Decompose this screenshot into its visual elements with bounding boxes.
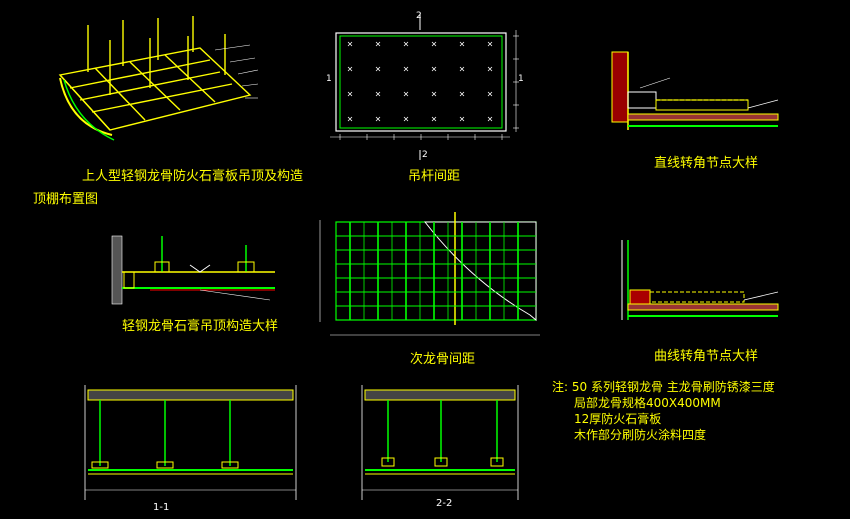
rod-hanger-mark	[487, 116, 493, 122]
rod-hanger-mark	[459, 116, 465, 122]
plan-mark-right: 1	[518, 74, 524, 84]
plan-mark-top: 2	[416, 11, 422, 21]
isometric-ceiling-drawing	[58, 16, 259, 141]
note-line-4: 木作部分刷防火涂料四度	[574, 428, 707, 442]
plan-mark-bottom: 2	[422, 150, 428, 160]
sub-keel-title: 次龙骨间距	[410, 352, 476, 367]
rod-hanger-mark	[459, 91, 465, 97]
rod-hanger-mark	[347, 66, 353, 72]
rod-spacing-plan	[330, 14, 519, 160]
rod-hanger-mark	[431, 116, 437, 122]
straight-corner-title: 直线转角节点大样	[654, 156, 759, 171]
section-detail-title: 轻钢龙骨石膏吊顶构造大样	[122, 319, 279, 334]
straight-corner-detail	[611, 51, 779, 130]
rod-hanger-mark	[403, 91, 409, 97]
rod-hanger-mark	[347, 91, 353, 97]
rod-hanger-mark	[487, 66, 493, 72]
section-2-2-label: 2-2	[436, 498, 453, 509]
rod-hanger-mark	[431, 91, 437, 97]
plan-title: 顶棚布置图	[33, 192, 99, 207]
rod-hanger-mark	[375, 116, 381, 122]
rod-hanger-mark	[487, 91, 493, 97]
section-1-1-label: 1-1	[153, 502, 170, 513]
section-construction-detail	[111, 235, 275, 305]
note-line-3: 12厚防火石膏板	[574, 412, 662, 426]
rod-hanger-mark	[403, 41, 409, 47]
rod-hanger-mark	[347, 116, 353, 122]
curve-corner-title: 曲线转角节点大样	[654, 349, 759, 364]
rod-hanger-mark	[375, 41, 381, 47]
rod-hanger-mark	[375, 91, 381, 97]
section-2-2	[361, 385, 519, 500]
sub-keel-grid	[319, 212, 540, 336]
rod-spacing-title: 吊杆间距	[408, 169, 461, 184]
rod-hanger-mark	[431, 41, 437, 47]
rod-hanger-mark	[459, 41, 465, 47]
iso-title: 上人型轻钢龙骨防火石膏板吊顶及构造	[82, 169, 304, 184]
note-line-1: 注: 50 系列轻钢龙骨 主龙骨刷防锈漆三度	[552, 380, 775, 394]
rod-hanger-mark	[403, 66, 409, 72]
section-1-1	[84, 385, 297, 500]
rod-hanger-mark	[459, 66, 465, 72]
plan-mark-left: 1	[326, 74, 332, 84]
rod-hanger-mark	[431, 66, 437, 72]
curve-corner-detail	[621, 240, 779, 320]
note-line-2: 局部龙骨规格400X400MM	[574, 396, 721, 410]
rod-hanger-mark	[375, 66, 381, 72]
rod-hanger-mark	[403, 116, 409, 122]
rod-hanger-mark	[487, 41, 493, 47]
rod-hanger-mark	[347, 41, 353, 47]
